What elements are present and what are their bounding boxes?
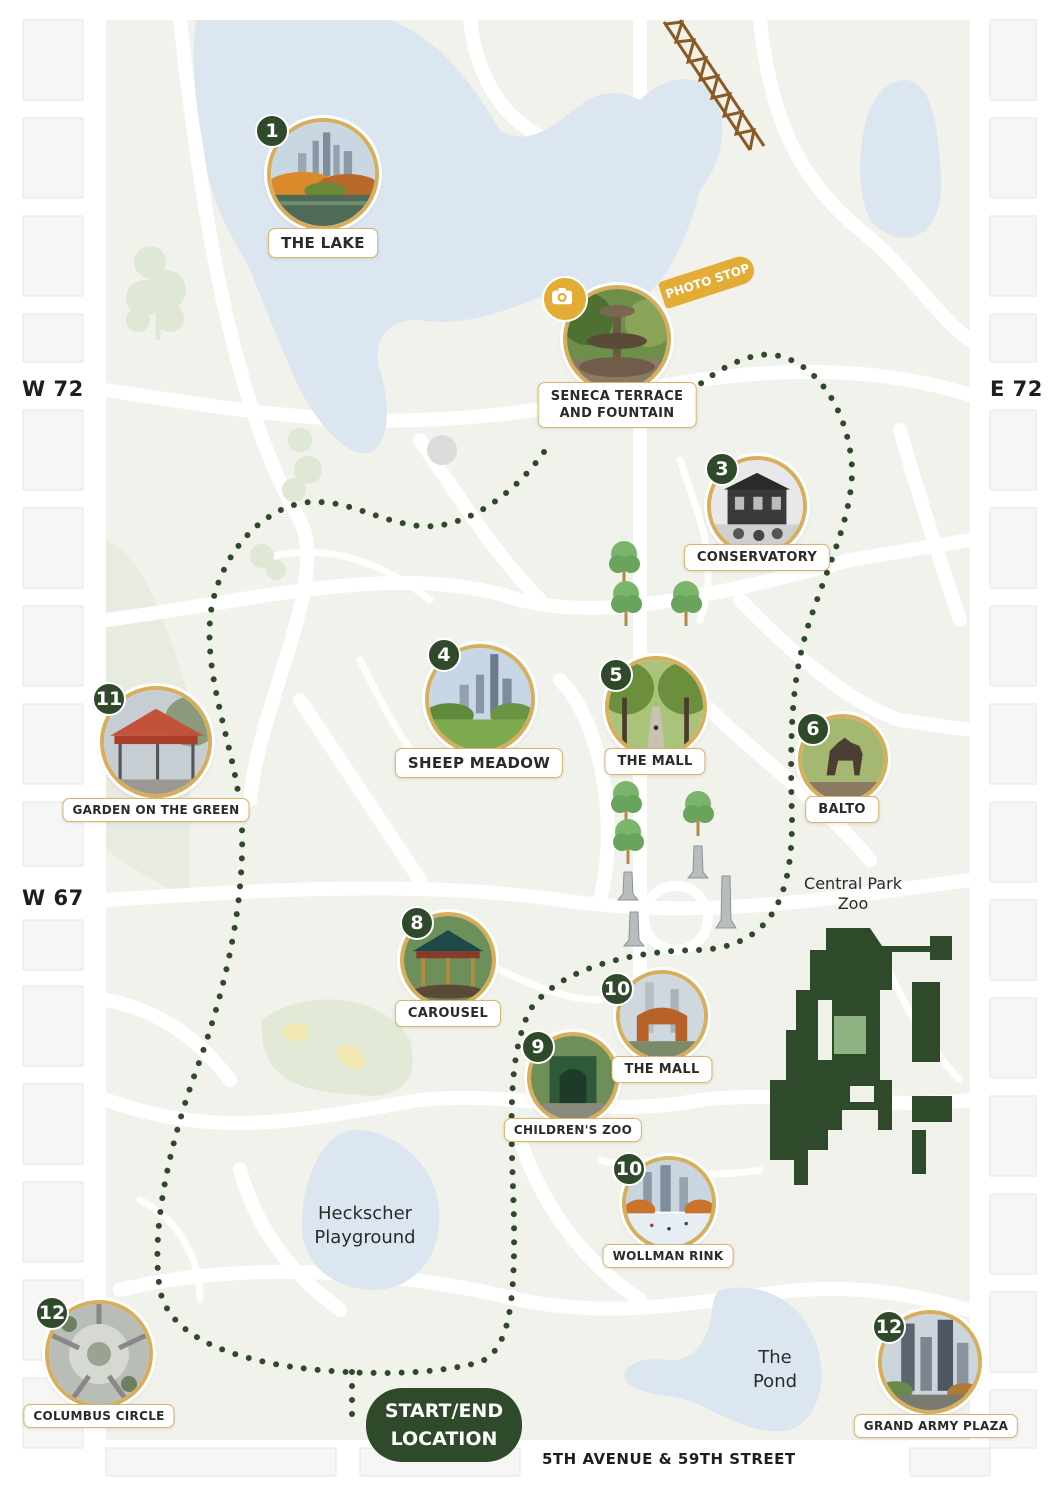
photo-stop-camera-icon	[542, 276, 588, 322]
stop-label: THE MALL	[611, 1056, 713, 1083]
stop-number-badge: 10	[600, 972, 634, 1006]
stop-number-badge: 1	[255, 114, 289, 148]
city-blocks-left	[22, 19, 84, 1449]
stop-number-badge: 9	[521, 1030, 555, 1064]
street-w72: W 72	[22, 377, 84, 401]
central-park-zoo-buildings	[770, 928, 952, 1185]
stop-label: GRAND ARMY PLAZA	[853, 1414, 1019, 1438]
city-blocks-right	[989, 19, 1037, 1449]
heckscher-pool	[301, 1129, 440, 1291]
stop-number-badge: 3	[705, 452, 739, 486]
stop-number-badge: 12	[35, 1296, 69, 1330]
stop-number-badge: 6	[796, 712, 830, 746]
stop-number-badge: 8	[400, 906, 434, 940]
start-line1: START/END	[384, 1400, 504, 1422]
stop-number-badge: 5	[599, 658, 633, 692]
wollman-rink-photo	[622, 1156, 716, 1250]
gray-marker	[427, 435, 457, 465]
the-mall-arch-photo	[616, 970, 708, 1062]
stop-label: THE LAKE	[268, 228, 378, 258]
stop-label: BALTO	[805, 796, 879, 823]
start-address: 5TH AVENUE & 59TH STREET	[542, 1450, 796, 1468]
seneca-terrace-photo	[563, 285, 671, 393]
stop-number-badge: 12	[872, 1310, 906, 1344]
start-line2: LOCATION	[390, 1428, 498, 1450]
stop-label: THE MALL	[604, 748, 706, 775]
statues	[616, 845, 737, 947]
street-e72: E 72	[990, 377, 1043, 401]
stop-label: WOLLMAN RINK	[602, 1244, 734, 1268]
the-pond-water	[624, 1287, 822, 1432]
stop-number-badge: 11	[92, 682, 126, 716]
walking-route	[154, 351, 855, 1376]
mall-trees	[609, 541, 714, 864]
stop-label: CAROUSEL	[394, 1000, 502, 1027]
faded-trees	[126, 246, 322, 580]
sheep-meadow-photo	[425, 644, 535, 754]
conservatory-photo	[707, 456, 807, 556]
zoo-sea-lion-pool	[834, 1016, 866, 1054]
stop-label: COLUMBUS CIRCLE	[23, 1404, 175, 1428]
upper-pond	[860, 80, 942, 238]
street-w67: W 67	[22, 886, 84, 910]
bow-bridge	[662, 19, 766, 151]
stop-label: CHILDREN'S ZOO	[503, 1118, 643, 1142]
start-end-location-button[interactable]: START/END LOCATION	[366, 1388, 522, 1462]
stop-number-badge: 10	[612, 1152, 646, 1186]
stop-label: SHEEP MEADOW	[394, 748, 564, 778]
stop-label: GARDEN ON THE GREEN	[62, 798, 250, 822]
stop-number-badge: 4	[427, 638, 461, 672]
stop-label: CONSERVATORY	[683, 544, 831, 571]
